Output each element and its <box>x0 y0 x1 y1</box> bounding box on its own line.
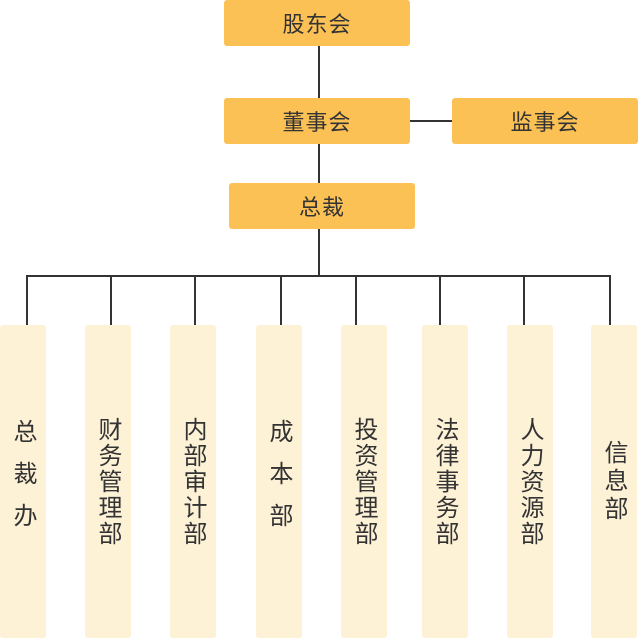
department-label: 信息部 <box>600 439 628 524</box>
department-box-4: 成本部 <box>256 325 302 638</box>
department-label: 内部审计部 <box>179 416 207 547</box>
department-box-5: 投资管理部 <box>341 325 387 638</box>
president-label: 总裁 <box>298 196 345 221</box>
department-label: 人力资源部 <box>516 416 544 547</box>
department-box-7: 人力资源部 <box>507 325 553 638</box>
president-box: 总裁 <box>229 183 415 229</box>
supervisors-label: 监事会 <box>510 111 580 136</box>
department-box-2: 财务管理部 <box>85 325 131 638</box>
department-label: 成本部 <box>265 418 293 545</box>
department-box-8: 信息部 <box>591 325 637 638</box>
shareholders-label: 股东会 <box>282 13 352 38</box>
supervisors-box: 监事会 <box>452 98 638 144</box>
department-box-3: 内部审计部 <box>170 325 216 638</box>
department-label: 财务管理部 <box>94 416 122 547</box>
board-box: 董事会 <box>224 98 410 144</box>
department-label: 法律事务部 <box>431 416 459 547</box>
board-label: 董事会 <box>282 111 352 136</box>
shareholders-box: 股东会 <box>224 0 410 46</box>
department-label: 投资管理部 <box>350 416 378 547</box>
department-label: 总裁办 <box>9 418 37 545</box>
department-box-1: 总裁办 <box>0 325 46 638</box>
department-box-6: 法律事务部 <box>422 325 468 638</box>
